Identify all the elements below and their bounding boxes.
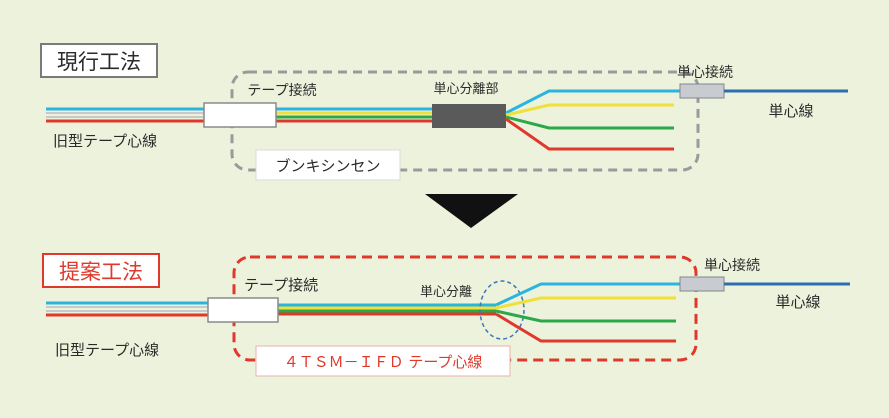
proposed-single-fiber-label: 単心線	[775, 293, 820, 311]
current-single-connection-label: 単心接続	[677, 64, 733, 81]
proposed-separation-label: 単心分離	[420, 284, 472, 300]
proposed-tape-connection-label: テープ接続	[244, 276, 318, 294]
proposed-fanout-yellow	[495, 296, 676, 310]
proposed-old-tape-label: 旧型テープ心線	[55, 341, 159, 359]
proposed-new-tape-label-box	[255, 345, 511, 377]
proposed-fanout-blue	[495, 282, 680, 307]
current-old-tape-label: 旧型テープ心線	[53, 132, 157, 150]
proposed-old-tape-fibers	[46, 301, 210, 317]
proposed-tape-fibers	[278, 303, 496, 316]
current-single-connector	[679, 83, 725, 99]
current-separation-box	[432, 104, 506, 128]
fanout-red	[505, 117, 674, 151]
current-title-box	[40, 43, 158, 78]
current-bundle-label: ブンキシンセン	[275, 157, 380, 175]
current-separation-label: 単心分離部	[433, 81, 498, 97]
proposed-method-section: 提案工法 テープ接続 単心分離	[42, 253, 850, 377]
current-old-tape-fibers	[46, 107, 206, 123]
down-triangle-icon	[425, 194, 518, 228]
current-single-fiber-label: 単心線	[768, 102, 813, 120]
dashed-ellipse-icon	[479, 280, 525, 340]
proposed-fanout-fibers	[495, 282, 680, 343]
current-method-section: 現行工法 テープ接続 単心分離部	[40, 43, 848, 181]
proposed-tape-connector	[207, 297, 279, 323]
proposed-fanout-green	[495, 309, 676, 323]
proposed-fanout-red	[495, 312, 676, 343]
proposed-single-connection-label: 単心接続	[704, 257, 760, 274]
fanout-blue	[505, 89, 680, 115]
current-title: 現行工法	[57, 50, 141, 74]
current-tape-fibers	[276, 107, 432, 123]
current-tape-connection-label: テープ接続	[247, 82, 316, 99]
current-tape-connector	[203, 102, 277, 128]
proposed-single-connector	[679, 276, 725, 292]
fanout-yellow	[505, 103, 674, 117]
current-fanout-fibers	[505, 89, 680, 151]
current-bundle-label-box	[255, 149, 401, 181]
proposed-new-tape-label: ４ＴＳＭ－ＩＦＤ テープ心線	[284, 353, 483, 371]
proposed-title-box	[42, 253, 160, 288]
proposed-title: 提案工法	[59, 260, 143, 284]
fanout-green	[505, 115, 674, 130]
